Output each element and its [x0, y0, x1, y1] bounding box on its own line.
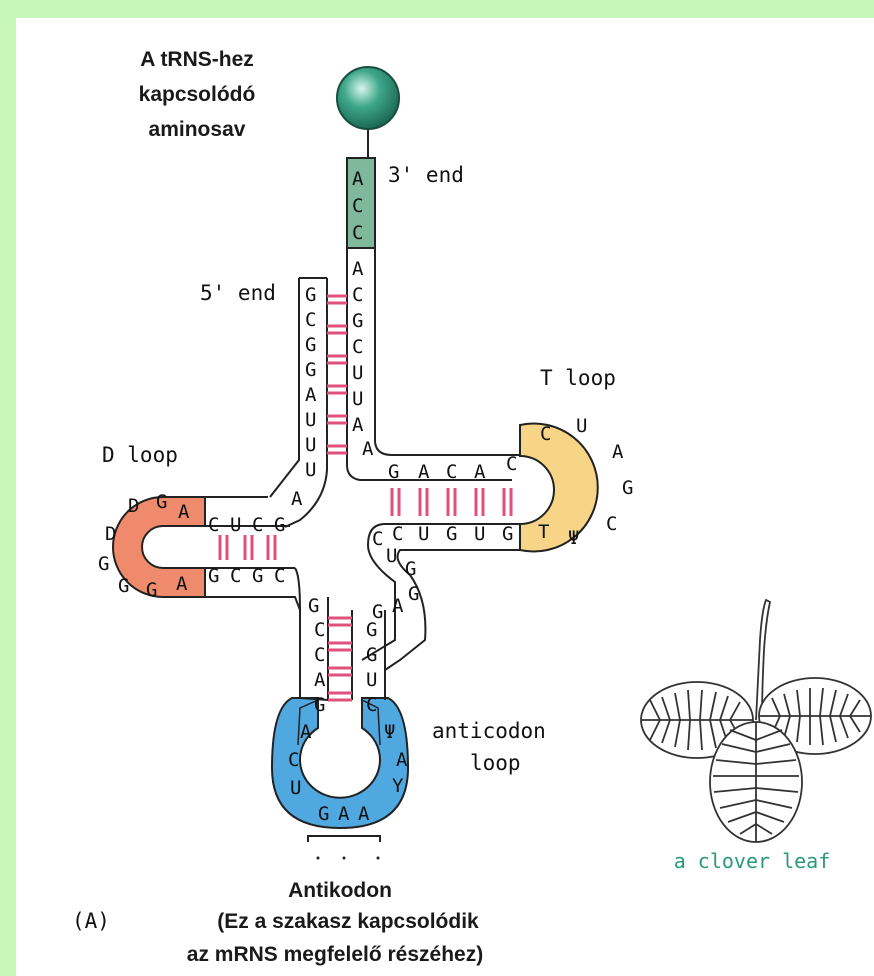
base: C [314, 619, 325, 641]
base: C [540, 423, 551, 445]
base: C [208, 514, 219, 536]
base: C [392, 523, 403, 545]
base: Y [392, 775, 404, 797]
base: A [291, 488, 303, 510]
base: A [474, 461, 486, 483]
five-prime-end-label: 5' end [200, 281, 276, 305]
amino-acid-ball [337, 67, 399, 129]
trna-diagram: A C C A C G C U U A A G C G G A U U U A … [16, 18, 874, 976]
base: G [318, 803, 329, 825]
base: G [274, 514, 285, 536]
base: Ψ [384, 721, 395, 743]
base: G [156, 491, 167, 513]
amino-acid-label-line3: aminosav [149, 118, 246, 141]
base: G [208, 565, 219, 587]
base: G [366, 619, 377, 641]
base: A [352, 258, 364, 280]
anticodon-dots [317, 857, 380, 860]
base: G [352, 310, 363, 332]
base: U [474, 523, 485, 545]
base: U [366, 669, 377, 691]
base: U [305, 434, 316, 456]
amino-acid-label-line2: kapcsolódó [139, 83, 256, 106]
base: G [388, 461, 399, 483]
base: G [622, 477, 633, 499]
base: U [305, 459, 316, 481]
anticodon-title: Antikodon [288, 879, 392, 902]
anticodon-bracket [308, 836, 380, 842]
t-loop-region [520, 424, 598, 552]
base: C [352, 195, 363, 217]
base: T [538, 521, 549, 543]
base: G [446, 523, 457, 545]
base: A [392, 595, 404, 617]
base: G [405, 558, 416, 580]
anticodon-note-line2: az mRNS megfelelő részéhez) [187, 943, 483, 966]
caption-marker: (A) [72, 909, 110, 933]
clover-leaf-caption: a clover leaf [674, 849, 831, 873]
base: A [305, 384, 317, 406]
base: C [606, 513, 617, 535]
base: U [352, 388, 363, 410]
base: G [146, 579, 157, 601]
base: C [366, 694, 377, 716]
base: C [252, 514, 263, 536]
base: G [98, 553, 109, 575]
base: C [372, 528, 383, 550]
base: A [178, 501, 190, 523]
base: U [230, 514, 241, 536]
t-loop-label: T loop [540, 366, 616, 390]
base: A [338, 803, 350, 825]
base: G [308, 595, 319, 617]
base: C [352, 336, 363, 358]
base: A [612, 441, 624, 463]
base: G [408, 583, 419, 605]
base: A [314, 669, 326, 691]
anticodon-note-line1: (Ez a szakasz kapcsolódik [217, 910, 479, 933]
base: G [366, 644, 377, 666]
base: U [576, 415, 587, 437]
base: G [305, 334, 316, 356]
base: U [290, 777, 301, 799]
base: Ψ [568, 527, 579, 549]
base: C [314, 644, 325, 666]
base: A [352, 414, 364, 436]
d-loop-label: D loop [102, 443, 178, 467]
base: U [386, 545, 397, 567]
base: U [305, 409, 316, 431]
three-prime-end-label: 3' end [388, 163, 464, 187]
diagram-frame: A C C A C G C U U A A G C G G A U U U A … [16, 18, 874, 976]
base: C [230, 565, 241, 587]
anticodon-loop-label-line2: loop [470, 751, 521, 775]
anticodon-loop-label-line1: anticodon [432, 719, 546, 743]
base: G [305, 359, 316, 381]
base: G [252, 565, 263, 587]
clover-leaf-illustration [641, 600, 871, 842]
base: G [305, 284, 316, 306]
base: A [418, 461, 430, 483]
base: G [314, 694, 325, 716]
base: C [446, 461, 457, 483]
base: A [300, 721, 312, 743]
base: A [362, 438, 374, 460]
base: G [502, 523, 513, 545]
base: C [274, 565, 285, 587]
base: C [352, 284, 363, 306]
base: A [352, 168, 364, 190]
base: A [176, 573, 188, 595]
base: C [352, 222, 363, 244]
amino-acid-label-line1: A tRNS-hez [140, 48, 254, 71]
base: C [288, 749, 299, 771]
base: G [118, 575, 129, 597]
base: A [358, 803, 370, 825]
base: U [418, 523, 429, 545]
base: C [506, 453, 517, 475]
base: C [305, 309, 316, 331]
base: U [352, 362, 363, 384]
base: A [396, 749, 408, 771]
base: D [128, 495, 139, 517]
base: D [105, 523, 116, 545]
